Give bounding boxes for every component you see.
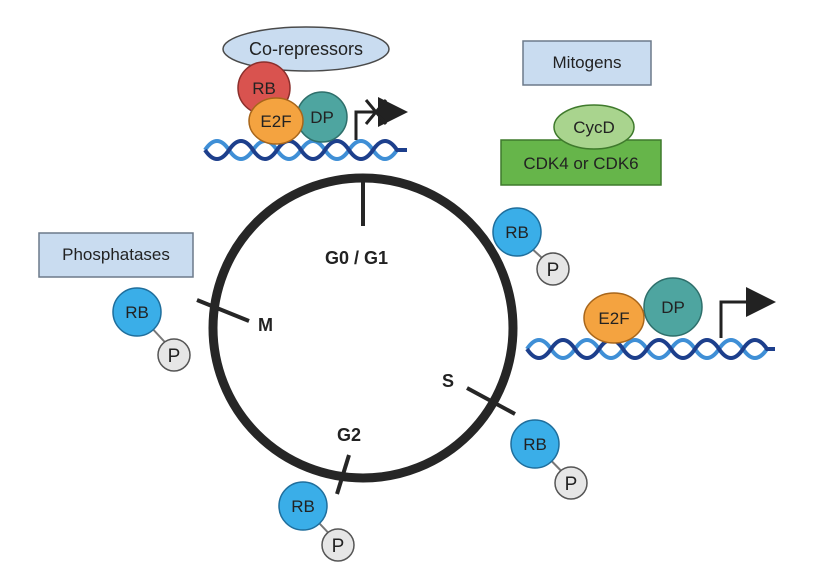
- tick-g2: [335, 454, 351, 495]
- e2f-top-label: E2F: [260, 112, 291, 131]
- dp-right-label: DP: [661, 298, 685, 317]
- p-g2: [321, 528, 355, 562]
- rb-phospho-g2: RB P: [278, 481, 355, 562]
- cell-cycle-ring: G0 / G1 M S G2: [196, 173, 518, 495]
- rb-repressed-label: RB: [252, 79, 276, 98]
- cycd-ellipse: CycD: [553, 104, 635, 150]
- rb-phospho-s: RB P: [510, 419, 588, 500]
- corepressors-ellipse: Co-repressors: [222, 26, 390, 72]
- cdk-complex: CDK4 or CDK6 CycD: [500, 104, 662, 186]
- dp-top-label: DP: [310, 108, 334, 127]
- rb-s-label: RB: [523, 435, 547, 454]
- phase-label-g0g1: G0 / G1: [325, 248, 388, 268]
- rb-g2-label: RB: [291, 497, 315, 516]
- p-m-label: P: [168, 346, 181, 367]
- mitogens-box: Mitogens: [522, 40, 652, 86]
- tick-m: [196, 298, 250, 323]
- p-g1-label: P: [547, 260, 560, 281]
- p-s-label: P: [565, 474, 578, 495]
- block-x-icon: [364, 99, 388, 125]
- cycd-label: CycD: [573, 118, 615, 137]
- rb-phospho-g1: RB P: [492, 207, 570, 286]
- e2f-right-label: E2F: [598, 309, 629, 328]
- blocked-transcription-arrow: [354, 97, 408, 140]
- rb-g1-label: RB: [505, 223, 529, 242]
- p-s: [554, 466, 588, 500]
- dna-helix-top: [203, 139, 407, 161]
- p-g2-label: P: [332, 536, 345, 557]
- phase-label-m: M: [258, 315, 273, 335]
- phase-label-s: S: [442, 371, 454, 391]
- mitogens-label: Mitogens: [553, 53, 622, 72]
- dna-helix-right: [525, 338, 775, 360]
- dp-right: DP: [643, 277, 703, 337]
- corepressors-label: Co-repressors: [249, 39, 363, 59]
- rb-m-label: RB: [125, 303, 149, 322]
- phosphatases-box: Phosphatases: [38, 232, 194, 278]
- e2f-top: E2F: [248, 97, 304, 145]
- tick-s: [466, 386, 516, 416]
- transcription-arrow: [719, 287, 776, 338]
- repressed-complex: Co-repressors RB DP E2F: [203, 26, 408, 161]
- phosphatases-label: Phosphatases: [62, 245, 170, 264]
- dna-strand-top-dark: [203, 139, 407, 161]
- cdk-label: CDK4 or CDK6: [523, 154, 638, 173]
- p-m: [157, 338, 191, 372]
- dna-strand-right-dark: [525, 338, 775, 360]
- dp-top: DP: [296, 91, 348, 143]
- active-complex: DP E2F: [525, 277, 776, 360]
- rb-phospho-m: RB P: [112, 287, 191, 372]
- phase-label-g2: G2: [337, 425, 361, 445]
- p-g1: [536, 252, 570, 286]
- e2f-right: E2F: [583, 292, 645, 344]
